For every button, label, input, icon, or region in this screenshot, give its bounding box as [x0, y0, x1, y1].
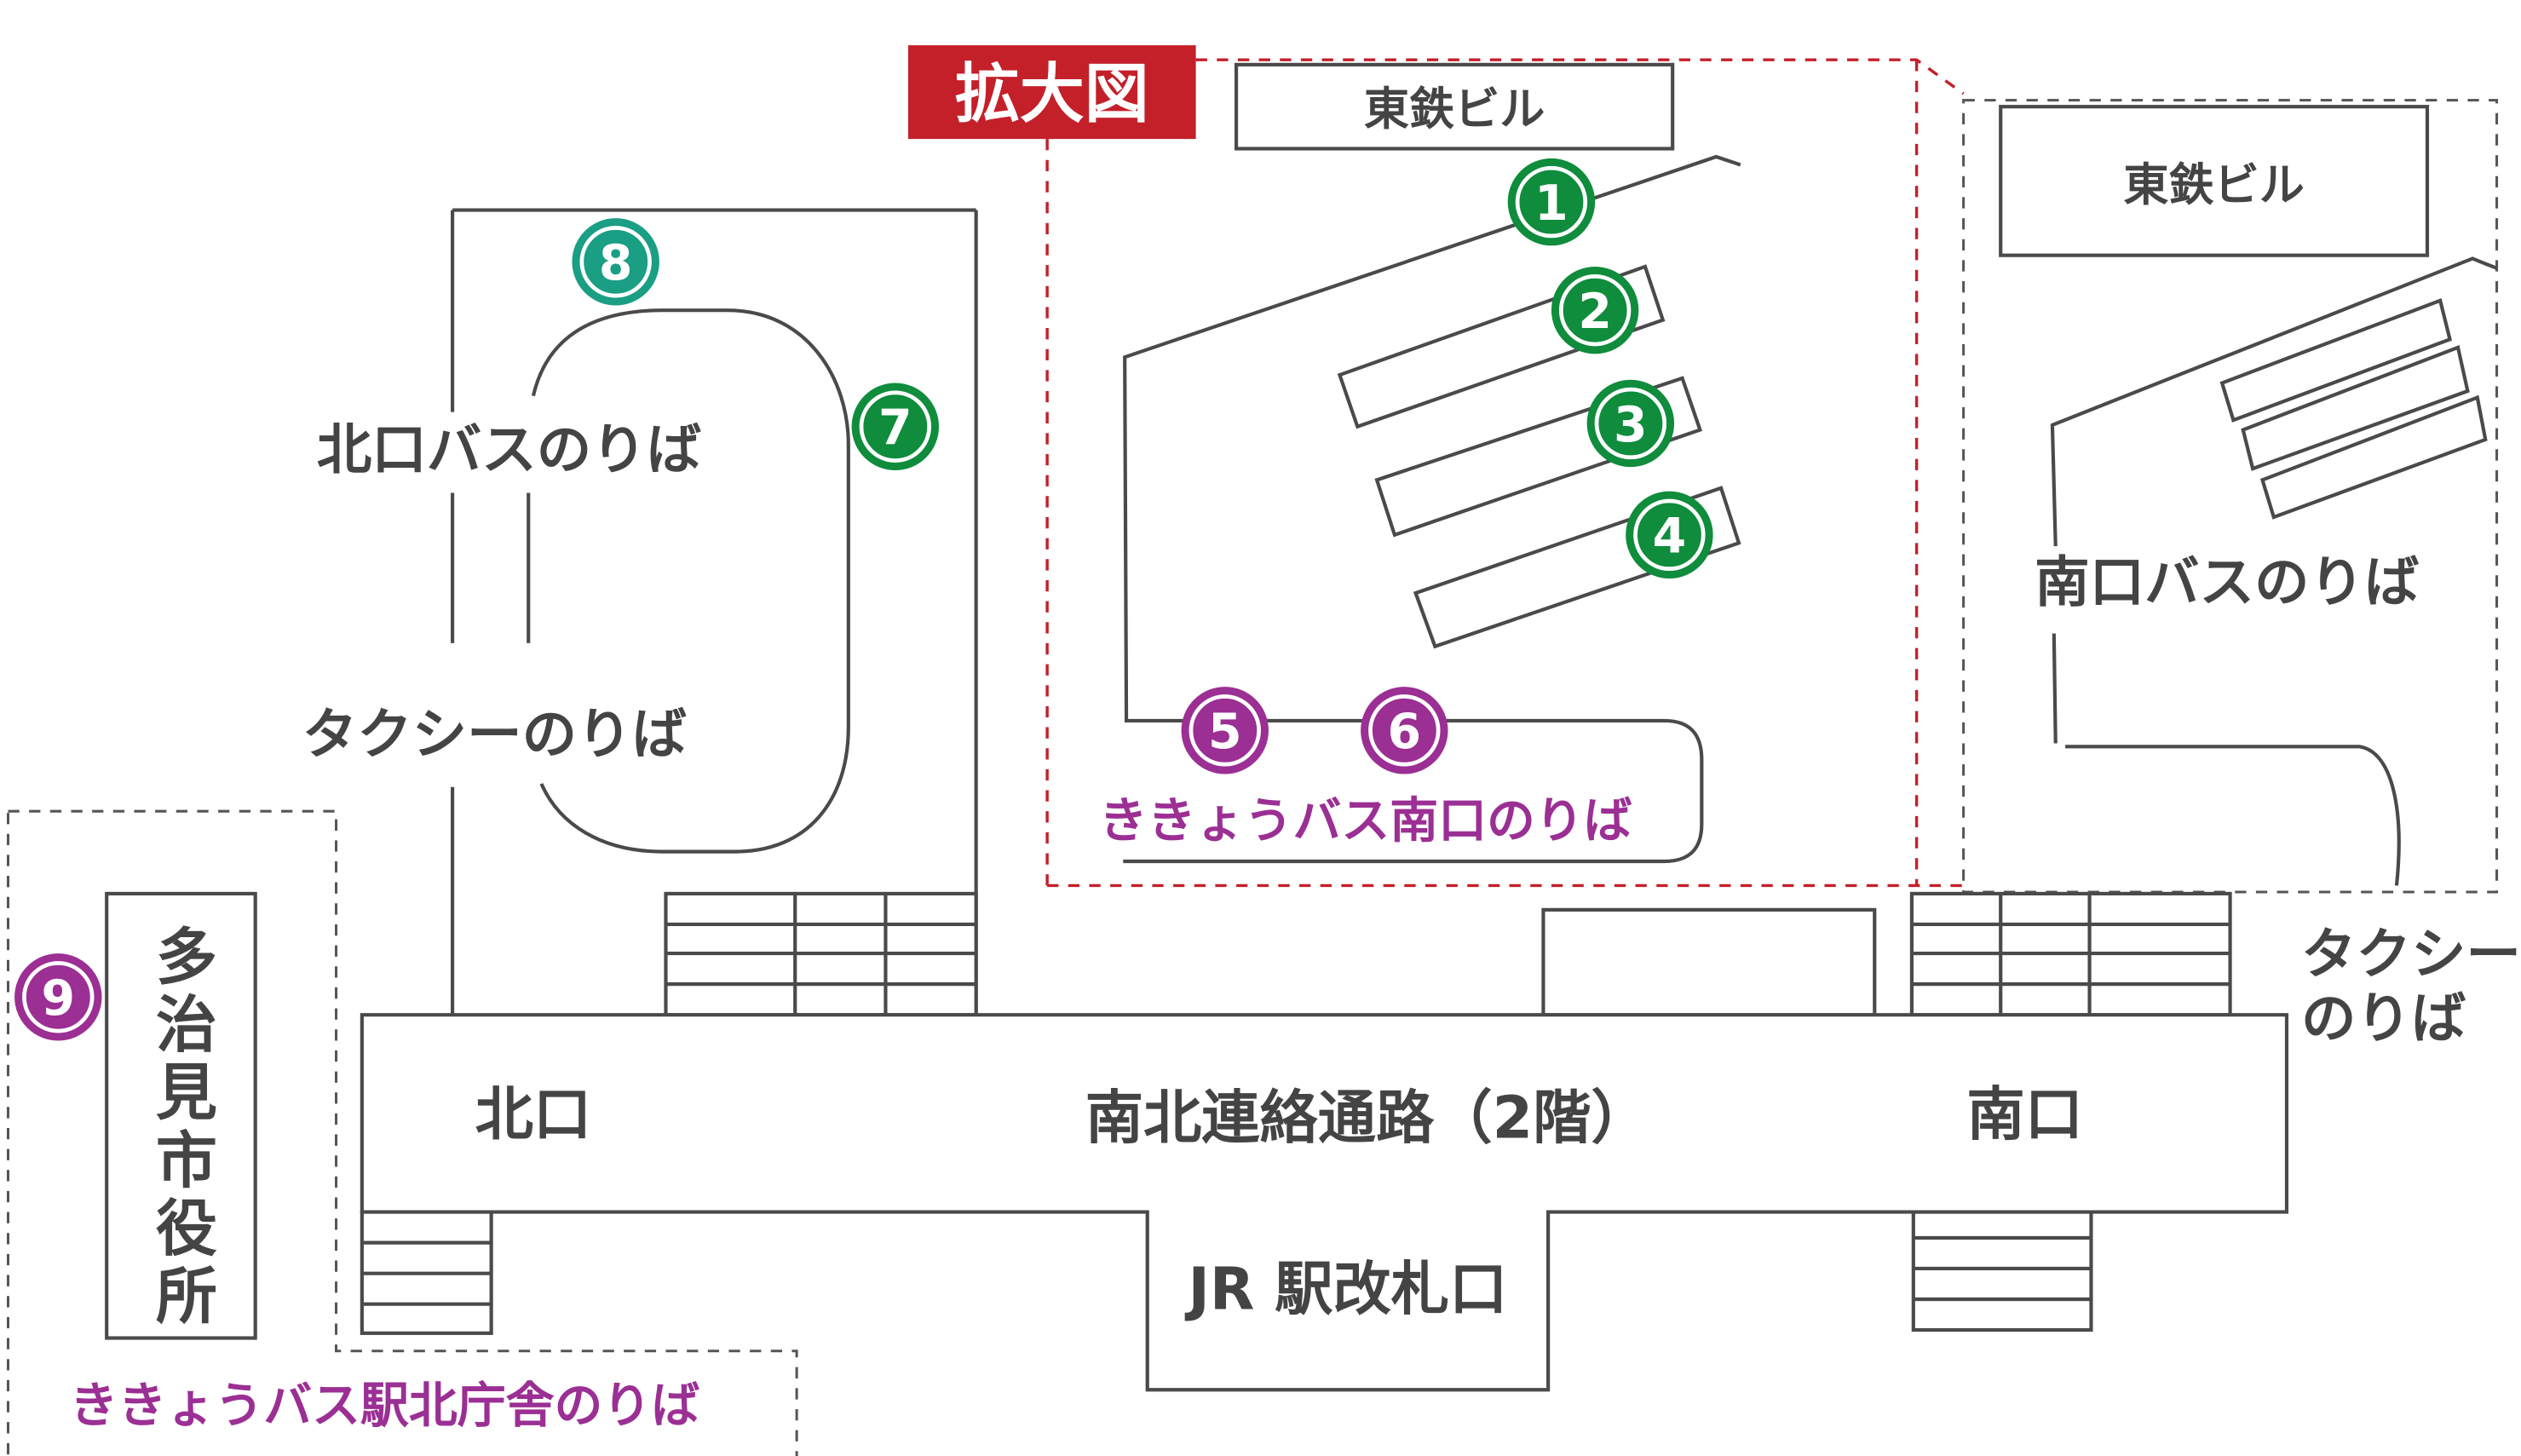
south-area: 東鉄ビル 南口バスのりば: [1962, 99, 2499, 894]
stop-number: 1: [1534, 176, 1568, 232]
stop-number: 5: [1208, 704, 1242, 760]
stop-number: 9: [41, 970, 75, 1027]
stop-marker-ring: [859, 390, 932, 463]
south-taxi-label-1: タクシー: [2301, 923, 2521, 987]
kikyo-north-label: ききょうバス駅北庁舎のりば: [70, 1378, 700, 1434]
south-bus-label: 南口バスのりば: [2035, 551, 2419, 615]
north-area: 北口バスのりば タクシーのりば: [302, 208, 978, 1017]
bus-stop-1[interactable]: 1: [1507, 158, 1596, 246]
kikyo-south-label: ききょうバス南口のりば: [1099, 793, 1632, 849]
stop-number: 6: [1388, 704, 1422, 760]
north-bus-label: 北口バスのりば: [317, 418, 701, 482]
stop-marker-circle: [851, 383, 940, 470]
south-taxi-label-2: のりば: [2301, 987, 2466, 1051]
bus-stop-7[interactable]: 7: [851, 383, 940, 470]
stop-marker-circle: [1181, 687, 1269, 774]
stop-marker-ring: [1594, 387, 1667, 460]
station-building: 北口 南北連絡通路（2階） 南口 JR 駅改札口 タクシー のりば: [360, 891, 2521, 1392]
stop-number: 8: [599, 235, 633, 291]
ticket-gate-label: JR 駅改札口: [1185, 1256, 1508, 1323]
city-hall-area: 多治見市役所 ききょうバス駅北庁舎のりば: [6, 809, 798, 1456]
enlarged-label: 拡大図: [955, 57, 1149, 132]
south-exit-label: 南口: [1966, 1082, 2083, 1149]
bus-stop-3[interactable]: 3: [1586, 379, 1675, 468]
bus-stop-8[interactable]: 8: [572, 218, 659, 306]
stop-marker-circle: [14, 953, 102, 1041]
building-totetsu-left: 東鉄ビル: [1364, 83, 1545, 135]
enlarged-area: 拡大図: [907, 45, 1965, 888]
city-hall-label: 多治見市役所: [145, 924, 216, 1332]
bus-stop-5[interactable]: 5: [1181, 687, 1269, 774]
stop-marker-ring: [1633, 498, 1706, 572]
stop-marker-ring: [1189, 694, 1261, 767]
north-taxi-label: タクシーのりば: [302, 703, 687, 767]
stop-marker-circle: [1551, 266, 1639, 354]
stop-marker-ring: [1368, 694, 1441, 767]
stop-marker-circle: [1586, 379, 1675, 468]
stop-marker-ring: [579, 226, 652, 298]
stop-number: 7: [878, 400, 912, 457]
stop-number: 4: [1653, 509, 1687, 565]
building-totetsu-right: 東鉄ビル: [2123, 158, 2304, 211]
bus-stop-9[interactable]: 9: [14, 953, 102, 1041]
stop-marker-ring: [1515, 165, 1588, 239]
bus-stop-4[interactable]: 4: [1626, 491, 1713, 579]
bus-stop-2[interactable]: 2: [1551, 266, 1639, 354]
enlarged-label-box: [907, 45, 1196, 140]
stop-marker-ring: [22, 961, 95, 1033]
north-exit-label: 北口: [475, 1082, 592, 1149]
stop-number: 2: [1578, 284, 1612, 340]
stop-marker-circle: [1507, 158, 1596, 246]
stop-marker-ring: [1558, 273, 1632, 347]
corridor-label: 南北連絡通路（2階）: [1085, 1085, 1649, 1152]
stop-marker-circle: [1361, 687, 1448, 774]
stop-number: 3: [1614, 397, 1648, 453]
bus-stop-6[interactable]: 6: [1361, 687, 1448, 774]
stop-marker-circle: [572, 218, 659, 306]
stop-marker-circle: [1626, 491, 1713, 579]
